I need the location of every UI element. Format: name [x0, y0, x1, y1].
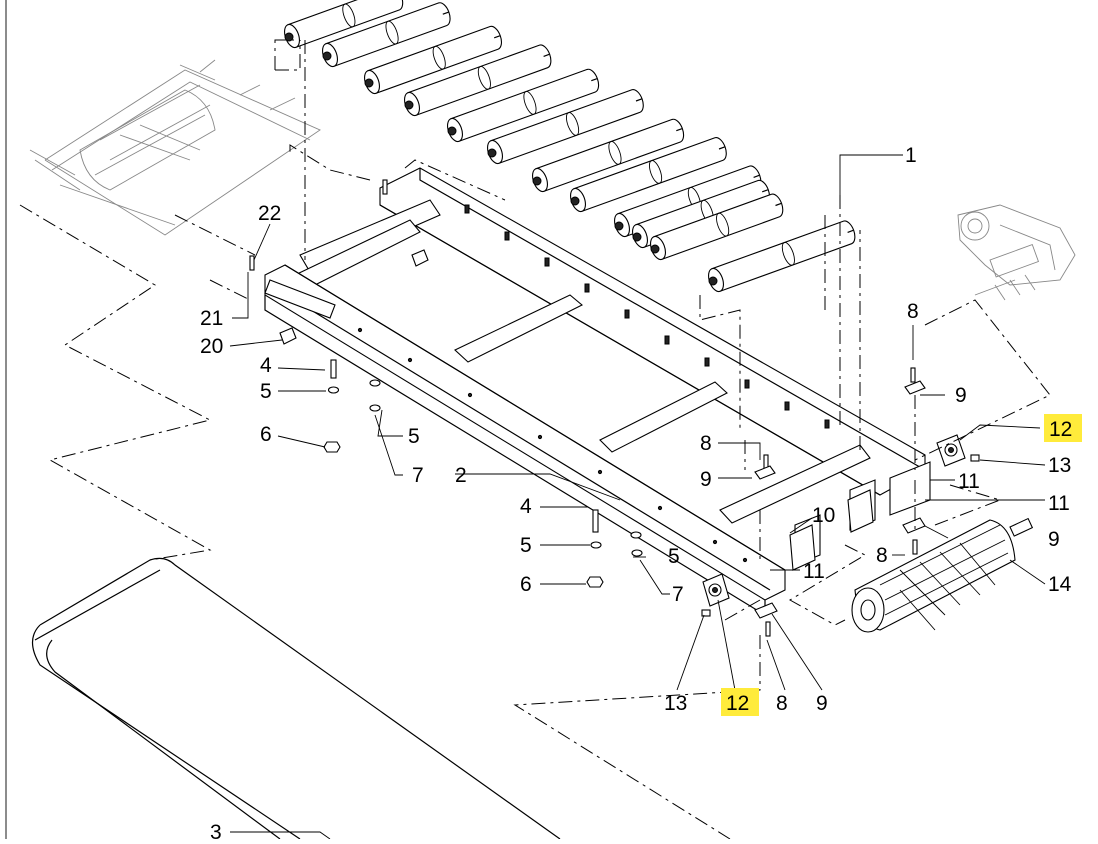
roller [570, 137, 727, 213]
callout-9: 9 [955, 384, 967, 407]
bearing-right [936, 434, 966, 467]
callout-1: 1 [905, 144, 917, 167]
callout-4: 4 [520, 495, 532, 518]
roller [708, 220, 856, 293]
callout-9: 9 [700, 468, 712, 491]
callout-12: 12 [1049, 418, 1072, 441]
callout-9: 9 [816, 692, 828, 715]
callout-6: 6 [260, 423, 272, 446]
drive-pulley [851, 517, 1034, 633]
callout-22: 22 [258, 202, 281, 225]
ghost-drum [79, 84, 216, 191]
callout-8: 8 [876, 544, 888, 567]
roller [650, 193, 784, 261]
leader-lines [229, 154, 1046, 840]
rail-holes [357, 327, 748, 563]
callout-8: 8 [776, 692, 788, 715]
callout-14: 14 [1048, 573, 1072, 596]
roller [364, 25, 503, 95]
callout-9: 9 [1048, 528, 1060, 551]
highlight-12-right [1044, 414, 1082, 442]
callout-7: 7 [672, 583, 684, 606]
fasteners [249, 179, 980, 637]
center-lines [19, 39, 1051, 840]
callout-5: 5 [408, 425, 420, 448]
belt [31, 557, 561, 840]
callout-3: 3 [210, 821, 222, 839]
callout-8: 8 [907, 300, 919, 323]
callout-13: 13 [1048, 454, 1071, 477]
callout-7: 7 [412, 464, 424, 487]
callout-13: 13 [664, 692, 687, 715]
callout-11: 11 [803, 560, 825, 583]
callout-2: 2 [455, 464, 467, 487]
callout-11: 11 [1048, 492, 1070, 515]
callout-6: 6 [520, 573, 532, 596]
carrier-rollers [284, 0, 856, 293]
callout-10: 10 [812, 504, 835, 527]
callout-4: 4 [260, 354, 272, 377]
callout-5: 5 [668, 545, 680, 568]
highlight-12-bottom [721, 688, 759, 716]
callout-21: 21 [200, 307, 223, 330]
bearing-bottom [702, 573, 730, 607]
roller [487, 89, 644, 165]
conveyor-frame [264, 167, 931, 617]
callout-8: 8 [700, 432, 712, 455]
callout-12: 12 [726, 692, 749, 715]
roller [284, 0, 404, 49]
callout-11: 11 [958, 470, 980, 493]
roller [532, 118, 685, 193]
callout-5: 5 [260, 380, 272, 403]
roller [447, 68, 600, 143]
roller [322, 2, 451, 68]
rail-tabs [464, 204, 830, 429]
callouts: 1 2 3 4 4 5 5 5 5 6 6 7 7 8 8 8 8 9 9 9 … [200, 144, 1082, 844]
ghost-drive-frame [29, 59, 321, 236]
callout-5: 5 [520, 534, 532, 557]
callout-20: 20 [200, 335, 223, 358]
gear-motor [957, 204, 1076, 301]
roller [404, 44, 552, 117]
